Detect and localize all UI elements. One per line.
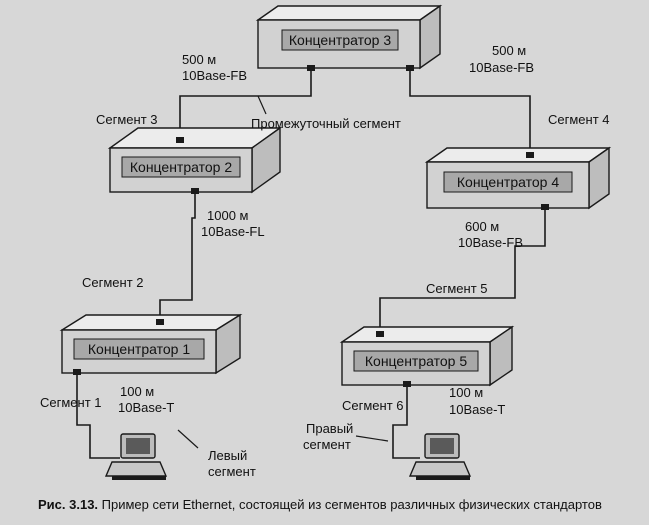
- hub-5-port-bottom: [403, 381, 411, 387]
- left-segment-label-1: Левый: [208, 448, 247, 463]
- hub-2-port-bottom: [191, 188, 199, 194]
- segment-3-label: Сегмент 3: [96, 112, 158, 127]
- hub-4-port-top: [526, 152, 534, 158]
- link-hub3-hub4: [409, 70, 531, 155]
- figure-caption: Рис. 3.13. Пример сети Ethernet, состоящ…: [38, 497, 638, 512]
- hub-3-label-box: [281, 29, 399, 51]
- hub-2: Концентратор 2: [107, 126, 283, 194]
- left-segment-label-2: сегмент: [208, 464, 256, 479]
- seg3-length: 500 м: [182, 52, 216, 67]
- link-hub5-pc2: [392, 384, 420, 459]
- seg1-standard: 10Base-T: [118, 400, 174, 415]
- hub-3-port-left: [307, 65, 315, 71]
- segment-1-label: Сегмент 1: [40, 395, 102, 410]
- hub-5-label-box: [353, 350, 479, 372]
- hub-5: Концентратор 5: [339, 325, 515, 387]
- computer-right-icon: [408, 433, 472, 480]
- hub-1-label: Концентратор 1: [88, 341, 190, 357]
- hub-2-top: [107, 127, 283, 149]
- link-hub2-hub1: [159, 188, 196, 321]
- hub-4-label-box: [443, 171, 573, 193]
- segment-2-label: Сегмент 2: [82, 275, 144, 290]
- seg1-length: 100 м: [120, 384, 154, 399]
- hub-3-top: [255, 5, 443, 21]
- hub-3-port-right: [406, 65, 414, 71]
- intermediate-pointer: [257, 95, 267, 115]
- figure-number: Рис. 3.13.: [38, 497, 99, 512]
- hub-4-label: Концентратор 4: [457, 174, 559, 190]
- hub-3-label: Концентратор 3: [289, 32, 391, 48]
- seg2-standard: 10Base-FL: [201, 224, 265, 239]
- seg5-standard: 10Base-FB: [458, 235, 523, 250]
- computer-left-icon: [104, 433, 168, 480]
- right-segment-label-1: Правый: [306, 421, 353, 436]
- hub-1-port-top: [156, 319, 164, 325]
- hub-1: Концентратор 1: [59, 313, 243, 375]
- segment-6-label: Сегмент 6: [342, 398, 404, 413]
- segment-4-label: Сегмент 4: [548, 112, 610, 127]
- hub-1-port-bottom: [73, 369, 81, 375]
- hub-5-label: Концентратор 5: [365, 353, 467, 369]
- hub-1-label-box: [73, 338, 205, 360]
- link-hub3-hub2: [179, 70, 312, 140]
- hub-5-port-top: [376, 331, 384, 337]
- right-segment-pointer: [355, 435, 389, 442]
- figure-caption-text: Пример сети Ethernet, состоящей из сегме…: [101, 497, 602, 512]
- hub-4-port-bottom: [541, 204, 549, 210]
- hub-2-label: Концентратор 2: [130, 159, 232, 175]
- seg4-standard: 10Base-FB: [469, 60, 534, 75]
- seg5-length: 600 м: [465, 219, 499, 234]
- seg2-length: 1000 м: [207, 208, 249, 223]
- seg6-standard: 10Base-T: [449, 402, 505, 417]
- hub-1-top: [59, 314, 243, 331]
- left-segment-pointer: [177, 429, 199, 449]
- hub-4: Концентратор 4: [424, 146, 612, 210]
- connections: [76, 70, 546, 459]
- right-segment-label-2: сегмент: [303, 437, 351, 452]
- seg4-length: 500 м: [492, 43, 526, 58]
- link-hub4-hub5: [379, 208, 546, 331]
- seg3-standard: 10Base-FB: [182, 68, 247, 83]
- hub-3: Концентратор 3: [255, 4, 443, 71]
- intermediate-segment-label: Промежуточный сегмент: [251, 116, 401, 131]
- hub-2-port-top: [176, 137, 184, 143]
- hub-2-label-box: [121, 156, 241, 178]
- link-hub1-pc1: [76, 372, 120, 459]
- hub-5-top: [339, 326, 515, 343]
- hub-4-top: [424, 147, 612, 163]
- segment-5-label: Сегмент 5: [426, 281, 488, 296]
- seg6-length: 100 м: [449, 385, 483, 400]
